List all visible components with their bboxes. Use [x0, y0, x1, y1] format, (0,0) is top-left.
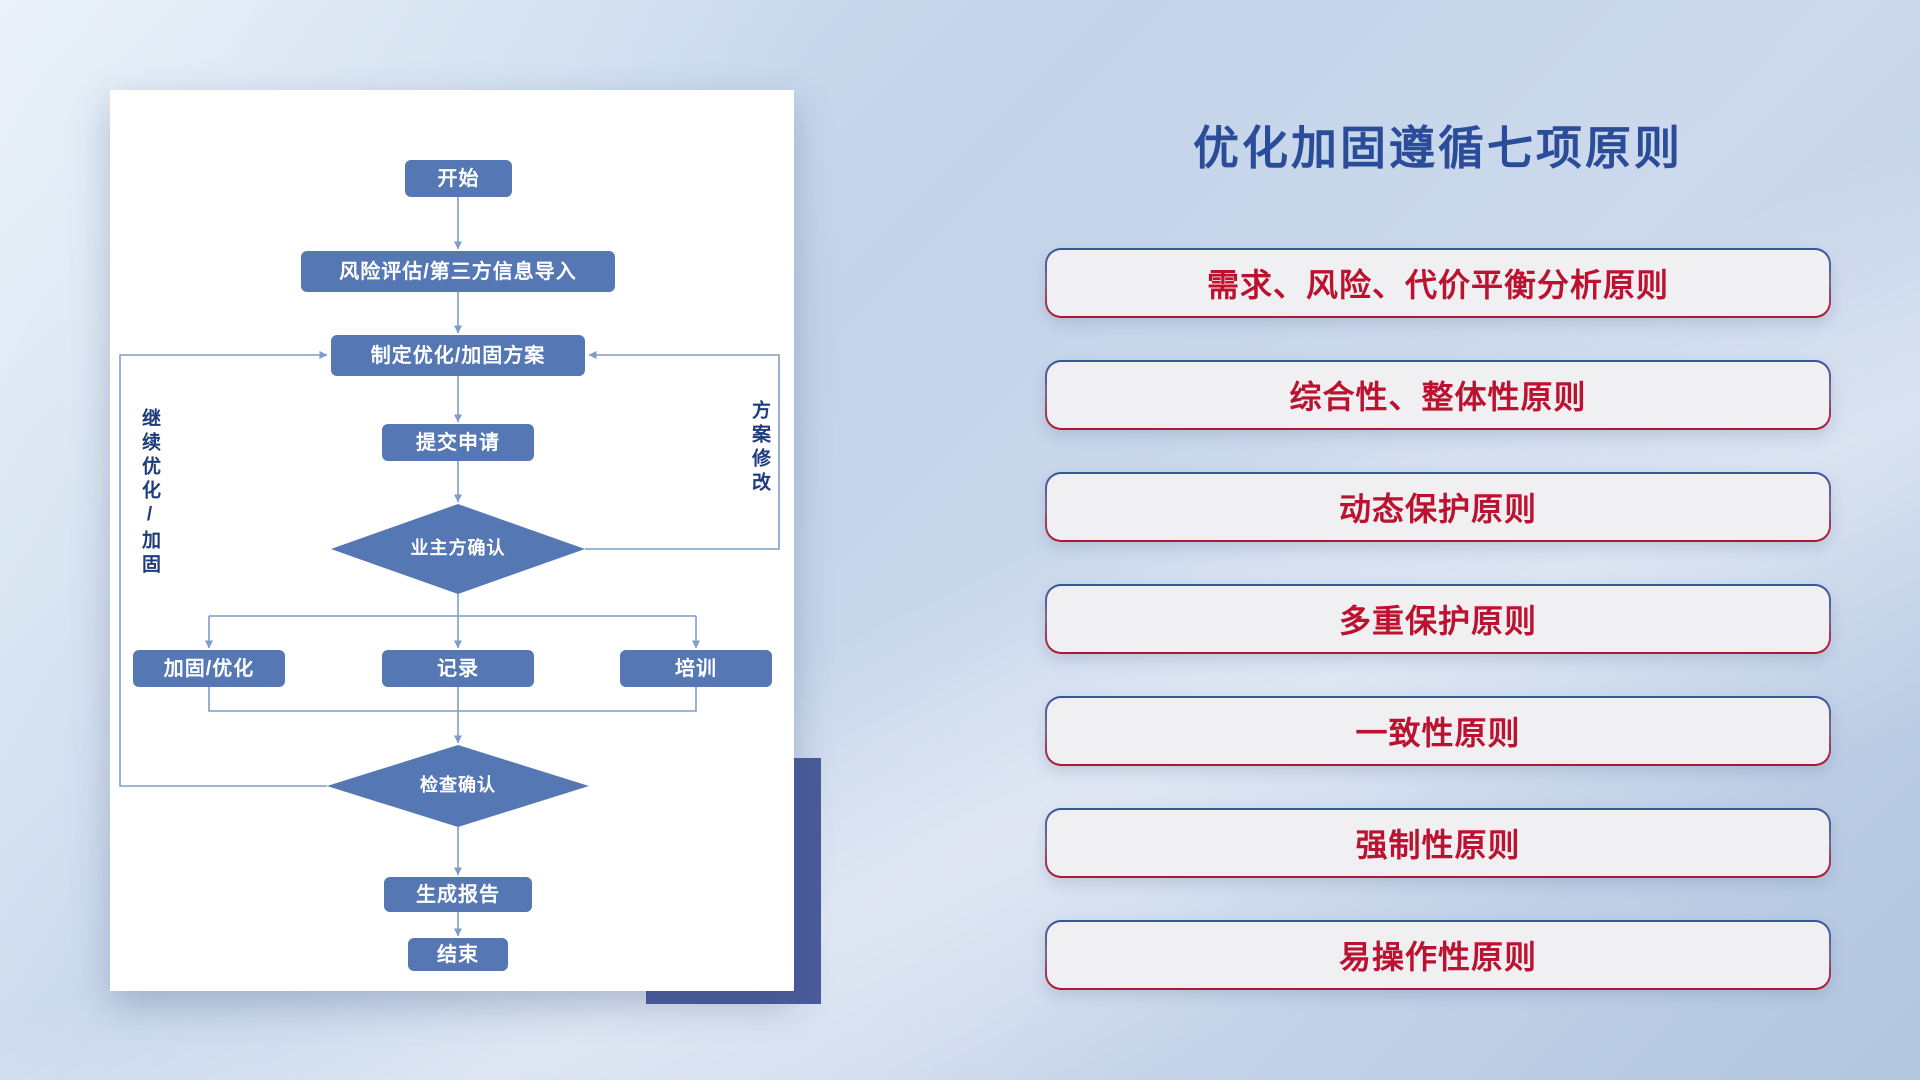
flow-node-submit: 提交申请 — [382, 424, 534, 461]
principle-text: 动态保护原则 — [1338, 491, 1537, 527]
principle-text: 综合性、整体性原则 — [1289, 379, 1587, 415]
flow-node-report: 生成报告 — [384, 877, 532, 912]
flow-node-end: 结束 — [408, 938, 508, 971]
principle-card: 需求、风险、代价平衡分析原则 — [1045, 248, 1831, 318]
flow-connectors — [119, 197, 780, 937]
principle-text: 易操作性原则 — [1338, 939, 1537, 975]
flow-node-record: 记录 — [382, 650, 534, 687]
flow-node-start: 开始 — [405, 160, 512, 197]
flowchart-card: 开始 风险评估/第三方信息导入 制定优化/加固方案 提交申请 业主方确认 加固/… — [110, 90, 794, 991]
principle-card: 动态保护原则 — [1045, 472, 1831, 542]
edge-label-continue-optimize: 继续优化/加固 — [139, 408, 160, 578]
flow-node-reinforce: 加固/优化 — [133, 650, 285, 687]
flow-node-make-plan: 制定优化/加固方案 — [331, 335, 585, 376]
principle-card: 强制性原则 — [1045, 808, 1831, 878]
principles-list: 需求、风险、代价平衡分析原则 综合性、整体性原则 动态保护原则 多重保护原则 一… — [1045, 248, 1831, 990]
principle-text: 强制性原则 — [1355, 827, 1521, 863]
principle-card: 易操作性原则 — [1045, 920, 1831, 990]
principle-text: 一致性原则 — [1355, 715, 1521, 751]
principle-card: 一致性原则 — [1045, 696, 1831, 766]
flow-node-train: 培训 — [620, 650, 772, 687]
principle-text: 需求、风险、代价平衡分析原则 — [1206, 267, 1669, 303]
page-title: 优化加固遵循七项原则 — [1193, 122, 1683, 174]
principle-card: 多重保护原则 — [1045, 584, 1831, 654]
edge-label-plan-revise: 方案修改 — [749, 400, 770, 496]
principle-text: 多重保护原则 — [1338, 603, 1537, 639]
flow-node-risk-import: 风险评估/第三方信息导入 — [301, 251, 615, 292]
principle-card: 综合性、整体性原则 — [1045, 360, 1831, 430]
